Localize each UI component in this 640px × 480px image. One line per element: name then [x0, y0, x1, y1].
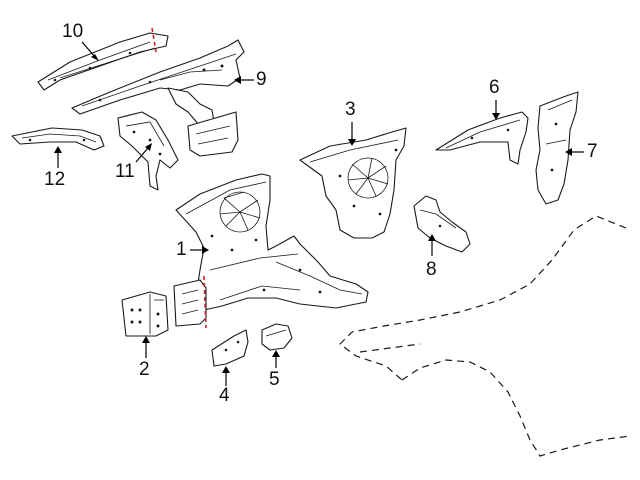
part-11-bracket[interactable] [117, 111, 179, 191]
callout-6[interactable]: 6 [489, 77, 500, 98]
part-3-wheelhouse[interactable] [299, 127, 407, 239]
callout-7[interactable]: 7 [587, 141, 598, 162]
part-9-reinforcement-rail[interactable] [71, 39, 245, 157]
part-7-side-panel[interactable] [535, 91, 579, 205]
callout-1[interactable]: 1 [176, 239, 187, 260]
part-10-upper-rail[interactable] [37, 27, 169, 91]
callout-5[interactable]: 5 [269, 369, 280, 390]
callout-4[interactable]: 4 [219, 385, 230, 406]
callout-8[interactable]: 8 [426, 259, 437, 280]
part-8-bracket[interactable] [413, 195, 471, 253]
part-12-bracket[interactable] [11, 127, 105, 151]
callout-12[interactable]: 12 [44, 169, 66, 190]
fender-outline [339, 215, 631, 457]
part-4-bracket[interactable] [211, 329, 249, 367]
callout-10[interactable]: 10 [62, 21, 84, 42]
callout-2[interactable]: 2 [139, 359, 150, 380]
callout-3[interactable]: 3 [345, 99, 356, 120]
part-2-plate[interactable] [121, 291, 169, 337]
part-6-bracket[interactable] [435, 111, 529, 165]
leader-lines [54, 41, 584, 386]
part-5-cover[interactable] [261, 323, 293, 351]
part-1-apron-assembly[interactable] [173, 173, 369, 329]
callout-11[interactable]: 11 [115, 161, 135, 182]
callout-9[interactable]: 9 [256, 69, 267, 90]
